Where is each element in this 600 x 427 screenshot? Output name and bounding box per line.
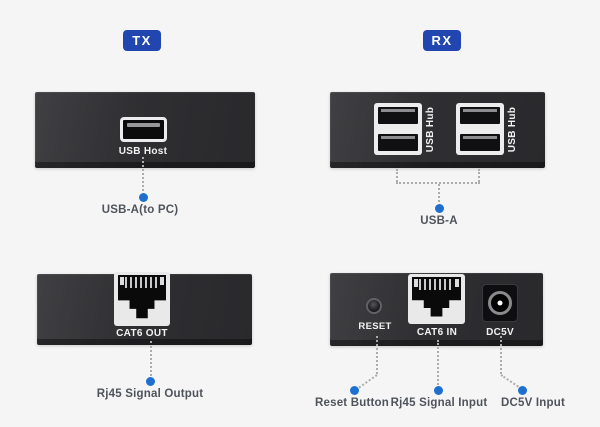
tx-badge-label: TX: [132, 33, 152, 48]
callout-dot-icon: [139, 193, 148, 202]
usb-port-icon: [460, 134, 500, 151]
callout-dot-icon: [434, 386, 443, 395]
usb-port-icon: [378, 134, 418, 151]
rx-io-panel: RESET CAT6 IN DC5V: [330, 273, 543, 346]
rj45-port-icon: [114, 272, 170, 326]
usb-hub-label-1: USB Hub: [425, 106, 437, 152]
usb-hub-label-2-wrap: USB Hub: [500, 103, 526, 155]
usb-hub-dual-port-icon: [374, 103, 422, 155]
usb-hub-connector-line: [438, 184, 440, 202]
reset-annotation: Reset Button: [315, 397, 389, 409]
usb-a-to-pc-annotation: USB-A(to PC): [101, 204, 179, 216]
cat6-in-label: CAT6 IN: [416, 327, 458, 338]
usb-a-annotation: USB-A: [420, 215, 458, 227]
usb-hub-label-1-wrap: USB Hub: [418, 103, 444, 155]
usb-hub-label-2: USB Hub: [507, 106, 519, 152]
cat6-in-connector-line: [437, 340, 439, 385]
rj45-output-annotation: Rj45 Signal Output: [96, 388, 204, 400]
tx-cat6-panel: CAT6 OUT: [37, 272, 252, 345]
rj45-jack-opening: [412, 277, 461, 317]
usb-hub-bracket-bottom-line: [396, 182, 480, 184]
callout-dot-icon: [518, 386, 527, 395]
dc5v-label: DC5V: [486, 327, 514, 338]
dc-jack-pin: [497, 300, 503, 306]
cat6-out-connector-line: [150, 341, 152, 376]
rx-badge: RX: [423, 30, 461, 51]
rj45-input-annotation: Rj45 Signal Input: [390, 397, 488, 409]
rj45-pins: [125, 277, 159, 288]
cat6-out-label: CAT6 OUT: [116, 328, 168, 339]
usb-hub-dual-port-icon: [456, 103, 504, 155]
rj45-pins: [419, 279, 454, 290]
tx-usb-host-panel: USB Host: [35, 92, 255, 168]
rj45-latch-left: [120, 277, 124, 285]
usb-hub-bracket-right-line: [478, 169, 480, 182]
rx-badge-label: RX: [431, 33, 453, 48]
rj45-jack-opening: [118, 275, 166, 319]
callout-dot-icon: [146, 377, 155, 386]
usb-port-icon: [460, 107, 500, 124]
reset-label: RESET: [358, 321, 392, 332]
dc5v-annotation: DC5V Input: [501, 397, 565, 409]
usb-host-label: USB Host: [118, 146, 168, 157]
dc5v-connector-line: [500, 336, 502, 374]
callout-dot-icon: [350, 386, 359, 395]
usb-host-connector-line: [142, 157, 144, 191]
rj45-latch-right: [455, 279, 459, 287]
usb-hub-bracket-left-line: [396, 169, 398, 182]
callout-dot-icon: [435, 204, 444, 213]
reset-knob-icon: [366, 298, 382, 314]
rj45-port-icon: [408, 274, 465, 324]
tx-badge: TX: [123, 30, 161, 51]
usb-a-port-icon: [119, 117, 167, 142]
rj45-latch-right: [160, 277, 164, 285]
usb-host-port-group: USB Host: [93, 117, 193, 157]
dc-barrel-jack-icon: [482, 284, 518, 322]
rj45-latch-left: [414, 279, 418, 287]
reset-connector-line: [376, 336, 378, 374]
usb-port-icon: [378, 107, 418, 124]
rx-usb-hub-panel: USB Hub USB Hub: [330, 92, 545, 168]
